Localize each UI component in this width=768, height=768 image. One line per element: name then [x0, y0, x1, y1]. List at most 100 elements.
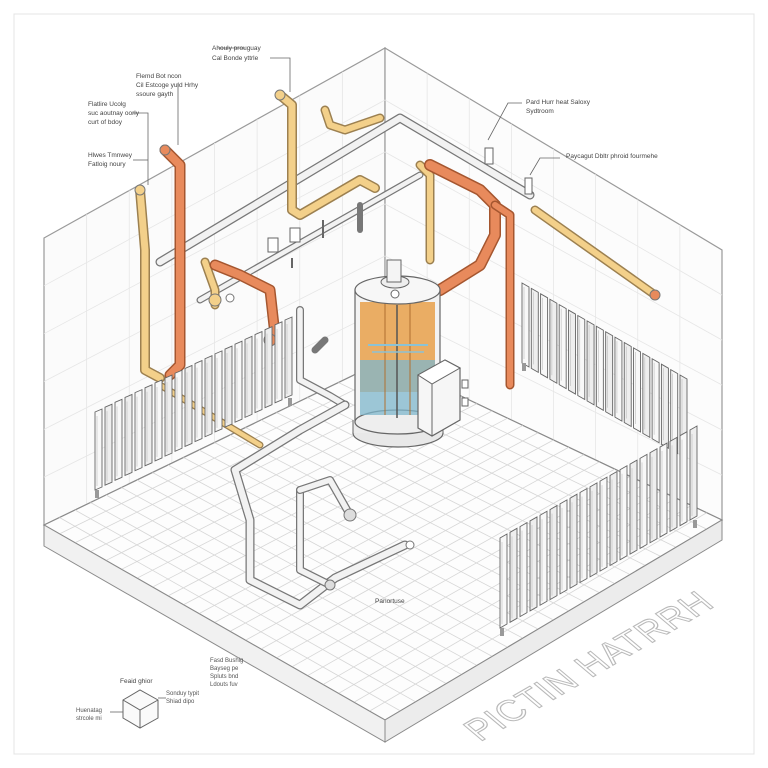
- legend-right-2: Shiad dipo: [166, 699, 195, 705]
- radiator-fin: [184, 364, 193, 448]
- legend-right-1: Sonduy typit: [166, 691, 199, 697]
- radiator-fin: [164, 374, 173, 457]
- radiator-fin: [499, 533, 508, 629]
- radiator-foot: [288, 398, 292, 406]
- floor-slab-edge-right: [384, 519, 723, 743]
- wall-grid-line: [43, 255, 386, 430]
- radiator-fin: [144, 384, 153, 467]
- wall-grid-line: [43, 151, 386, 335]
- annotation-upper-left-3: ssoure gayth: [136, 91, 174, 98]
- wall-gauges: [267, 147, 533, 268]
- radiator-fin: [244, 335, 253, 419]
- wall-grid-line: [43, 99, 386, 287]
- radiator-fin: [586, 320, 595, 406]
- radiator-fin: [614, 336, 623, 422]
- radiator-fin: [134, 388, 143, 472]
- radiator-fin: [609, 470, 618, 567]
- radiator-fin: [605, 330, 614, 417]
- radiator-fin: [204, 355, 213, 438]
- wall-grid-line: [384, 99, 723, 296]
- radiator-foot: [522, 363, 526, 371]
- radiator-fin: [569, 493, 578, 589]
- annotation-center-floor: Panortuse: [375, 598, 405, 605]
- radiator-right-back: [521, 282, 688, 463]
- radiator-fin: [214, 350, 223, 433]
- radiator-fin: [639, 453, 648, 550]
- radiator-fin: [114, 398, 123, 481]
- annotations: Ahouly prouguay Cal Bonde yttrle Flemd B…: [88, 45, 658, 605]
- radiator-foot: [500, 628, 504, 636]
- wall-grid-line: [384, 203, 723, 386]
- annotation-right-top-2: Sydtroom: [526, 108, 554, 115]
- radiator-fin: [659, 442, 668, 538]
- annotation-upper-left-2: Cil Estcoge yuld Hrhy: [136, 82, 199, 89]
- gauge-panel-right: [289, 227, 301, 243]
- radiator-fin: [623, 341, 632, 428]
- radiator-fin: [589, 482, 598, 578]
- radiator-fin: [599, 476, 608, 572]
- legend-top-3: Spluts bnd: [210, 674, 238, 680]
- floor-grid-line: [245, 427, 585, 603]
- radiator-fin: [679, 430, 688, 527]
- radiator-fin: [579, 487, 588, 584]
- radiator-fin: [530, 287, 539, 374]
- radiator-fin: [689, 425, 698, 521]
- legend-box-icon: [122, 689, 159, 729]
- radiator-fin: [104, 403, 113, 486]
- radiator-fin: [660, 363, 669, 449]
- radiator-fin: [540, 293, 549, 379]
- annotation-left-1-b: suc aoutnay oorly: [88, 110, 140, 117]
- room-floor: [42, 359, 724, 743]
- radiator-fin: [509, 527, 518, 624]
- radiator-fin: [529, 516, 538, 612]
- radiator-foot: [693, 520, 697, 528]
- legend-left-2: strcole mi: [76, 716, 102, 722]
- floor-grid-line: [276, 412, 615, 584]
- radiator-foot: [95, 490, 99, 498]
- radiator-fin: [194, 359, 203, 443]
- radiator-fin: [549, 298, 558, 385]
- radiator-right-front: [499, 425, 698, 636]
- floor-grid-line: [369, 512, 707, 712]
- radiator-fin: [651, 357, 660, 444]
- radiator-fin: [254, 330, 263, 414]
- radiator-fin: [264, 326, 273, 409]
- annotation-top-center-2: Cal Bonde yttrle: [212, 55, 259, 62]
- radiator-fin: [649, 447, 658, 544]
- legend-title: Feaid ghior: [120, 678, 153, 685]
- legend-top-1: Fasd Bushig: [210, 658, 243, 664]
- floor-grid-line: [307, 483, 646, 677]
- annotation-top-center-1: Ahouly prouguay: [212, 45, 262, 52]
- annotation-upper-left-1: Flemd Bot ncon: [136, 73, 182, 80]
- floor-grid-line: [276, 468, 615, 659]
- legend-left-1: Huenatag: [76, 708, 102, 714]
- annotation-left-1-c: curt of bdoy: [88, 119, 123, 126]
- pipe-fittings: [134, 89, 661, 591]
- annotation-right-top-1: Pard Hurr heat Saloxy: [526, 99, 591, 106]
- radiator-fin: [274, 321, 283, 404]
- radiator-fin: [549, 504, 558, 601]
- radiator-fin: [577, 314, 586, 401]
- page-frame: [13, 13, 755, 755]
- radiator-fin: [94, 408, 103, 491]
- radiator-fin: [642, 352, 651, 439]
- radiator-fin: [558, 303, 567, 390]
- legend-top-2: Bayseg pe: [210, 666, 239, 672]
- radiator-fin: [595, 325, 604, 412]
- radiator-fin: [174, 369, 183, 452]
- radiator-fin: [629, 459, 638, 555]
- floor-grid-line: [245, 454, 585, 641]
- legend-top-4: Ldouts fuv: [210, 682, 238, 688]
- annotation-right-mid: Paycagut Dbltr phroid fourmehe: [566, 153, 658, 160]
- radiator-fin: [521, 282, 530, 368]
- radiator-fin: [519, 521, 528, 618]
- radiator-fin: [669, 436, 678, 533]
- annotation-left-1-a: Flatlire Ucolg: [88, 101, 126, 108]
- radiator-fin: [539, 510, 548, 607]
- annotation-left-2-b: Fatloig noury: [88, 161, 126, 168]
- radiator-fin: [284, 316, 293, 399]
- annotation-left-2-a: Hlwes Tmnwey: [88, 152, 133, 159]
- gauge-panel-left: [267, 237, 279, 253]
- radiator-fin: [154, 379, 163, 462]
